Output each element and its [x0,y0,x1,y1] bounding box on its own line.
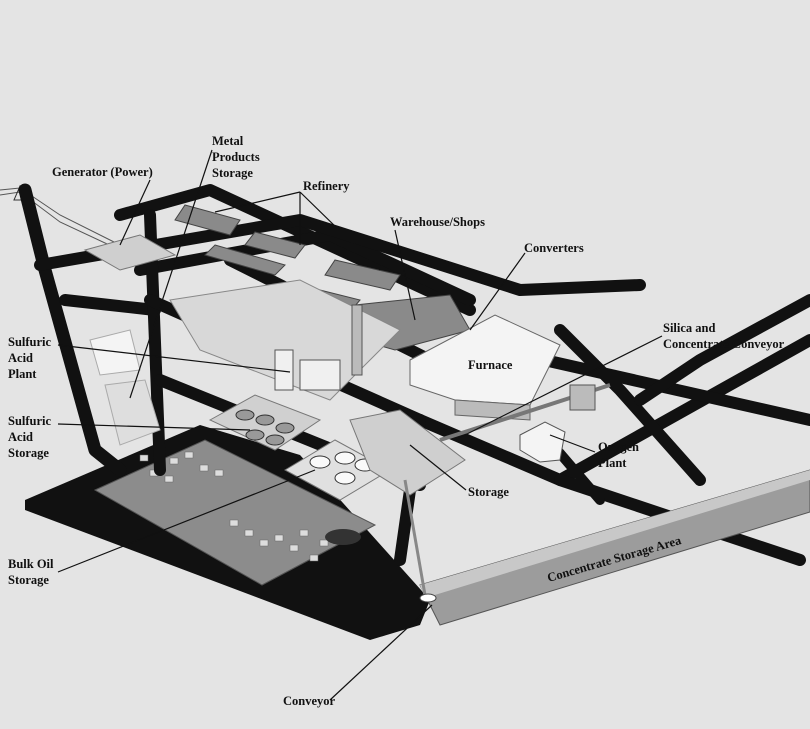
label-line: Storage [212,166,253,180]
label-line: Concentrate Conveyor [663,337,785,351]
label-line: Oxygen [598,440,639,454]
conveyor-line [403,479,427,596]
storage-building [349,409,466,496]
pond [325,529,361,545]
label-storage: Storage [468,485,509,499]
power-line [0,184,121,251]
label-refinery: Refinery [303,179,350,193]
label-line: Metal [212,134,244,148]
label-line: Products [212,150,260,164]
process-area [169,279,401,401]
label-bulk-oil-storage: Bulk Oil Storage [8,556,54,588]
label-warehouse-shops: Warehouse/Shops [390,215,485,229]
label-furnace: Furnace [468,358,513,372]
label-line: Acid [8,430,33,444]
label-generator: Generator (Power) [52,165,153,179]
leader-lines [57,149,663,701]
smokestack [351,304,363,376]
label-line: Storage [8,446,49,460]
concentrate-storage-top [420,470,810,598]
label-sulfuric-acid-plant: Sulfuric Acid Plant [8,334,51,382]
label-line: Acid [8,351,33,365]
label-line: Silica and [663,321,716,335]
acid-tanks [235,409,295,446]
label-line: Plant [8,367,37,381]
label-metal-products-storage: Metal Products Storage [212,133,260,181]
label-sulfuric-acid-storage: Sulfuric Acid Storage [8,413,51,461]
oxygen-plant-building [519,421,566,463]
conveyor-hopper [419,593,437,603]
label-line: Storage [8,573,49,587]
label-line: Bulk Oil [8,557,54,571]
oxygen-plant-tower [569,384,596,411]
open-pad [89,329,141,376]
label-line: Sulfuric [8,335,52,349]
parked-vehicles [139,449,329,562]
label-line: Sulfuric [8,414,52,428]
sulfuric-acid-plant [274,349,341,391]
label-oxygen-plant: Oxygen Plant [598,439,639,471]
open-pad-2 [104,379,161,446]
label-conveyor: Conveyor [283,694,336,708]
label-line: Plant [598,456,627,470]
oil-tanks [309,451,376,485]
label-converters: Converters [524,241,584,255]
label-silica-conveyor: Silica and Concentrate Conveyor [663,320,784,352]
